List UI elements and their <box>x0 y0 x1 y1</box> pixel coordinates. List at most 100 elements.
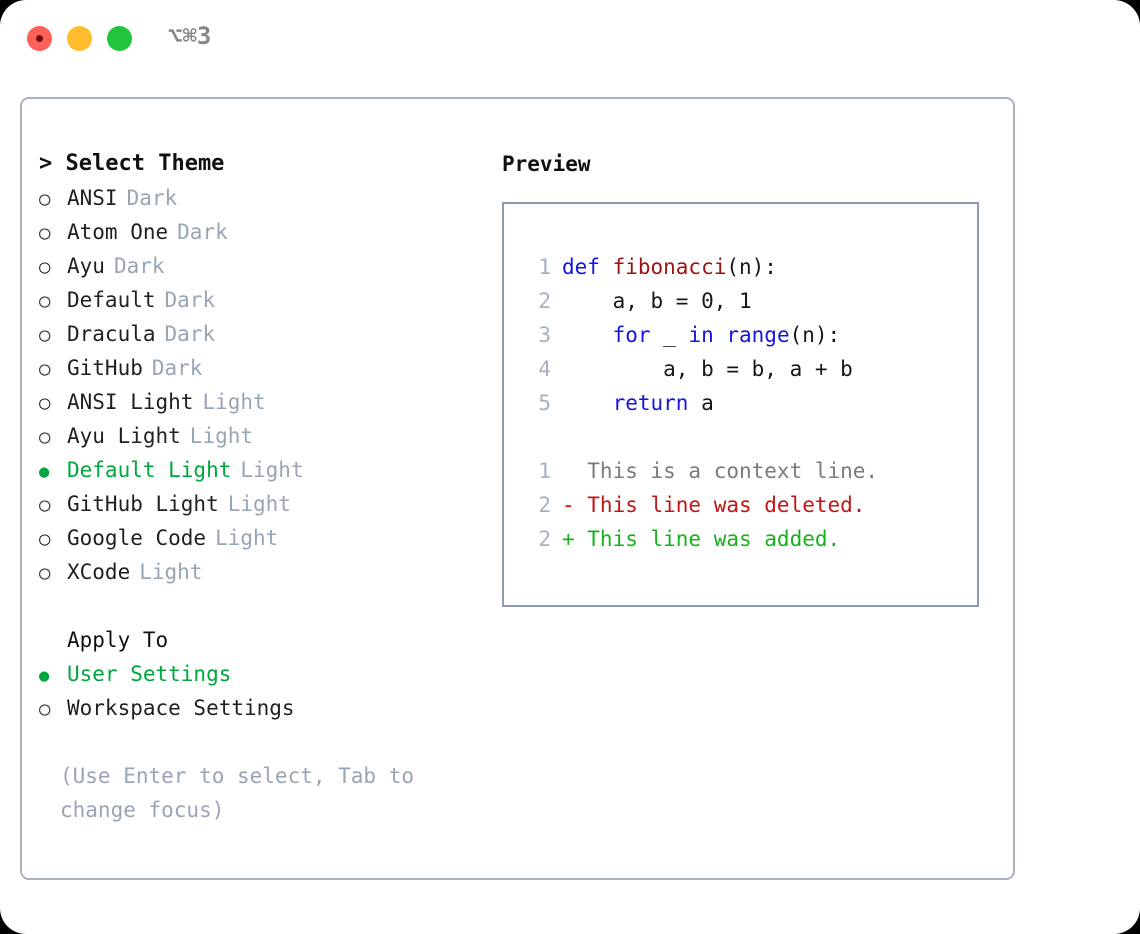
radio-unselected-icon: ○ <box>39 188 51 210</box>
theme-option-variant: Light <box>202 390 266 414</box>
line-number: 5 <box>538 391 551 415</box>
code-line-2: 3 for _ in range(n): <box>504 318 977 352</box>
apply-to-list: ● User Settings ○ Workspace Settings <box>39 657 489 725</box>
token-del: - This line was deleted. <box>562 493 866 517</box>
minimize-button[interactable] <box>67 26 92 51</box>
theme-option-label: Default <box>67 288 156 312</box>
keyboard-hint: (Use Enter to select, Tab to change focu… <box>60 764 415 822</box>
line-number: 2 <box>538 493 551 517</box>
line-number: 4 <box>538 357 551 381</box>
token-fn: fibonacci <box>612 255 727 279</box>
theme-option-variant: Light <box>215 526 279 550</box>
radio-unselected-icon: ○ <box>39 290 51 312</box>
code-line-0: 1 def fibonacci(n): <box>504 250 977 284</box>
code-line-4: 5 return a <box>504 386 977 420</box>
close-button[interactable] <box>27 26 52 51</box>
code-line-content: return a <box>562 386 714 420</box>
token-pl: a, b = b, a + b <box>562 357 853 381</box>
token-kw: for <box>612 323 651 347</box>
radio-unselected-icon: ○ <box>39 528 51 550</box>
theme-option-variant: Dark <box>126 186 178 210</box>
apply-to-option-1[interactable]: ○ Workspace Settings <box>39 691 489 725</box>
window-title: ⌥⌘3 <box>168 22 212 50</box>
token-kw: return <box>612 391 689 415</box>
token-pl <box>562 323 613 347</box>
token-pl: a, b = 0, 1 <box>562 289 752 313</box>
title-bar: ⌥⌘3 <box>0 0 1140 78</box>
radio-unselected-icon: ○ <box>39 392 51 414</box>
theme-option-label: Atom One <box>67 220 169 244</box>
code-line-3: 4 a, b = b, a + b <box>504 352 977 386</box>
diff-line-2: 2 + This line was added. <box>504 522 977 556</box>
diff-line-content: - This line was deleted. <box>562 488 865 522</box>
token-kw: def <box>562 255 613 279</box>
token-pl: (n): <box>726 255 777 279</box>
radio-unselected-icon: ○ <box>39 222 51 244</box>
apply-to-header: Apply To <box>67 628 169 652</box>
theme-option-variant: Light <box>139 560 203 584</box>
apply-to-option-label: User Settings <box>67 662 232 686</box>
theme-option-1[interactable]: ○ Atom One Dark <box>39 215 489 249</box>
theme-option-label: Google Code <box>67 526 207 550</box>
token-pl <box>562 391 613 415</box>
diff-line-content: + This line was added. <box>562 522 840 556</box>
theme-option-3[interactable]: ○ Default Dark <box>39 283 489 317</box>
code-line-content: for _ in range(n): <box>562 318 841 352</box>
theme-option-variant: Dark <box>177 220 228 244</box>
select-theme-header: > Select Theme <box>39 151 225 176</box>
theme-option-6[interactable]: ○ ANSI Light Light <box>39 385 489 419</box>
token-add: + This line was added. <box>562 527 841 551</box>
code-line-content: def fibonacci(n): <box>562 250 777 284</box>
radio-selected-icon: ● <box>39 462 50 482</box>
diff-line-content: This is a context line. <box>562 454 878 488</box>
apply-to-option-0[interactable]: ● User Settings <box>39 657 489 691</box>
token-ctx: This is a context line. <box>562 459 879 483</box>
theme-option-label: GitHub <box>67 356 143 380</box>
line-number: 1 <box>538 255 551 279</box>
code-line-content: a, b = b, a + b <box>562 352 853 386</box>
theme-option-10[interactable]: ○ Google Code Light <box>39 521 489 555</box>
theme-option-variant: Light <box>189 424 254 448</box>
radio-unselected-icon: ○ <box>39 358 51 380</box>
radio-unselected-icon: ○ <box>39 698 51 720</box>
line-number: 2 <box>538 527 551 551</box>
apply-to-option-label: Workspace Settings <box>67 696 295 720</box>
radio-unselected-icon: ○ <box>39 562 51 584</box>
maximize-button[interactable] <box>107 26 132 51</box>
radio-unselected-icon: ○ <box>39 256 51 278</box>
preview-header: Preview <box>502 152 591 176</box>
theme-option-8[interactable]: ● Default Light Light <box>39 453 489 487</box>
theme-option-label: Ayu Light <box>67 424 181 448</box>
token-pl: a <box>688 391 714 415</box>
theme-option-variant: Dark <box>164 288 216 312</box>
diff-sample: 1 This is a context line. 2 - This line wa… <box>504 454 977 556</box>
theme-option-variant: Light <box>227 492 291 516</box>
theme-option-label: Ayu <box>67 254 105 278</box>
radio-selected-icon: ● <box>39 666 50 686</box>
theme-option-label: Default Light <box>67 458 232 482</box>
radio-unselected-icon: ○ <box>39 324 51 346</box>
token-pl: _ <box>650 323 689 347</box>
section-spacer <box>39 589 489 623</box>
theme-option-variant: Light <box>240 458 304 482</box>
line-number: 3 <box>538 323 551 347</box>
code-line-1: 2 a, b = 0, 1 <box>504 284 977 318</box>
theme-option-label: Dracula <box>67 322 156 346</box>
line-number: 2 <box>538 289 551 313</box>
code-blank-line <box>504 420 977 454</box>
theme-option-label: ANSI Light <box>67 390 194 414</box>
diff-line-1: 2 - This line was deleted. <box>504 488 977 522</box>
diff-line-0: 1 This is a context line. <box>504 454 977 488</box>
